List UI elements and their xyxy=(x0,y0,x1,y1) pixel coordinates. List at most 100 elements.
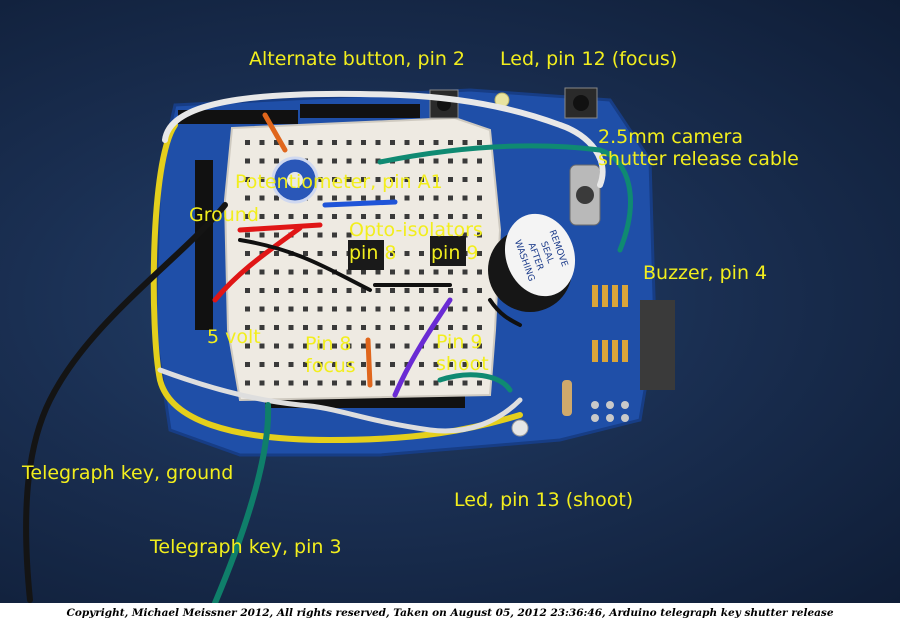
breadboard-hole xyxy=(477,380,482,386)
breadboard-hole xyxy=(303,251,308,256)
header-top-right xyxy=(300,104,420,118)
usb-connector xyxy=(640,300,675,390)
breadboard-hole xyxy=(245,288,250,293)
label-buzzer: Buzzer, pin 4 xyxy=(643,262,768,284)
breadboard-hole xyxy=(259,177,265,182)
breadboard-hole xyxy=(346,380,352,386)
breadboard-hole xyxy=(332,380,337,386)
breadboard-hole xyxy=(346,214,352,219)
breadboard-hole xyxy=(477,140,482,145)
breadboard-hole xyxy=(245,214,250,219)
breadboard-hole xyxy=(303,343,308,349)
breadboard-hole xyxy=(448,325,453,330)
breadboard-hole xyxy=(375,140,381,145)
breadboard-hole xyxy=(332,288,337,293)
breadboard-hole xyxy=(448,269,453,275)
breadboard-hole xyxy=(303,232,308,238)
breadboard-hole xyxy=(433,343,439,349)
breadboard-hole xyxy=(390,251,395,256)
breadboard-hole xyxy=(346,232,352,238)
breadboard-hole xyxy=(332,325,337,330)
breadboard-hole xyxy=(332,214,337,219)
breadboard-hole xyxy=(245,380,250,386)
breadboard-hole xyxy=(433,325,439,330)
breadboard-hole xyxy=(462,306,468,312)
breadboard-hole xyxy=(346,343,352,349)
breadboard-hole xyxy=(375,269,381,275)
breadboard-hole xyxy=(361,214,366,219)
breadboard-hole xyxy=(274,380,279,386)
breadboard-hole xyxy=(259,343,265,349)
breadboard-hole xyxy=(361,306,366,312)
breadboard-hole xyxy=(317,269,323,275)
breadboard-hole xyxy=(433,306,439,312)
resistor xyxy=(562,380,572,416)
breadboard-hole xyxy=(419,140,424,145)
breadboard-hole xyxy=(462,288,468,293)
label-telegraph-pin3: Telegraph key, pin 3 xyxy=(150,536,342,558)
breadboard-hole xyxy=(448,195,453,201)
breadboard-hole xyxy=(274,140,279,145)
breadboard-hole xyxy=(317,232,323,238)
breadboard-hole xyxy=(274,251,279,256)
breadboard-hole xyxy=(303,269,308,275)
label-camera-line1: 2.5mm camera xyxy=(598,126,744,148)
photo: REMOVE SEAL AFTER WASHING xyxy=(0,0,900,603)
breadboard-hole xyxy=(462,343,468,349)
breadboard-hole xyxy=(477,362,482,367)
breadboard-hole xyxy=(274,269,279,275)
reset-button-cap xyxy=(573,95,589,111)
label-led-pin-12: Led, pin 12 (focus) xyxy=(500,48,678,70)
breadboard-hole xyxy=(303,306,308,312)
label-opto-pin9: pin 9 xyxy=(431,242,479,264)
breadboard-hole xyxy=(375,362,381,367)
breadboard-hole xyxy=(317,325,323,330)
breadboard-hole xyxy=(404,269,410,275)
opto-isolator-1 xyxy=(348,240,384,270)
breadboard-hole xyxy=(245,362,250,367)
breadboard-hole xyxy=(288,343,294,349)
breadboard-hole xyxy=(317,195,323,201)
breadboard-hole xyxy=(419,251,424,256)
label-pin8-focus: Pin 8 focus xyxy=(305,333,356,377)
breadboard-hole xyxy=(317,288,323,293)
breadboard-hole xyxy=(317,177,323,182)
breadboard-hole xyxy=(317,251,323,256)
breadboard-hole xyxy=(433,140,439,145)
breadboard-hole xyxy=(419,195,424,201)
breadboard-hole xyxy=(433,362,439,367)
breadboard-hole xyxy=(433,288,439,293)
breadboard-hole xyxy=(375,177,381,182)
breadboard-hole xyxy=(477,343,482,349)
breadboard-hole xyxy=(332,251,337,256)
led-pin-13 xyxy=(511,419,529,437)
arduino-circuit-illustration: REMOVE SEAL AFTER WASHING xyxy=(23,87,675,603)
breadboard-hole xyxy=(303,325,308,330)
breadboard-hole xyxy=(404,306,410,312)
breadboard-hole xyxy=(361,288,366,293)
breadboard-hole xyxy=(404,214,410,219)
breadboard-hole xyxy=(462,325,468,330)
breadboard-hole xyxy=(317,140,323,145)
breadboard-hole xyxy=(433,380,439,386)
audio-jack-socket xyxy=(576,186,594,204)
breadboard-hole xyxy=(332,232,337,238)
breadboard-hole xyxy=(361,325,366,330)
breadboard-hole xyxy=(346,362,352,367)
label-pin9-line2: shoot xyxy=(436,353,489,375)
breadboard-hole xyxy=(288,214,294,219)
breadboard-hole xyxy=(404,158,410,164)
breadboard-hole xyxy=(259,269,265,275)
breadboard-hole xyxy=(288,362,294,367)
breadboard-hole xyxy=(332,343,337,349)
breadboard-hole xyxy=(274,343,279,349)
label-camera-line2: shutter release cable xyxy=(598,148,799,170)
breadboard-hole xyxy=(361,158,366,164)
breadboard-hole xyxy=(259,306,265,312)
breadboard-hole xyxy=(245,232,250,238)
breadboard-holes xyxy=(245,140,482,386)
breadboard-hole xyxy=(375,325,381,330)
breadboard-hole xyxy=(477,269,482,275)
breadboard-hole xyxy=(462,158,468,164)
breadboard-hole xyxy=(361,380,366,386)
